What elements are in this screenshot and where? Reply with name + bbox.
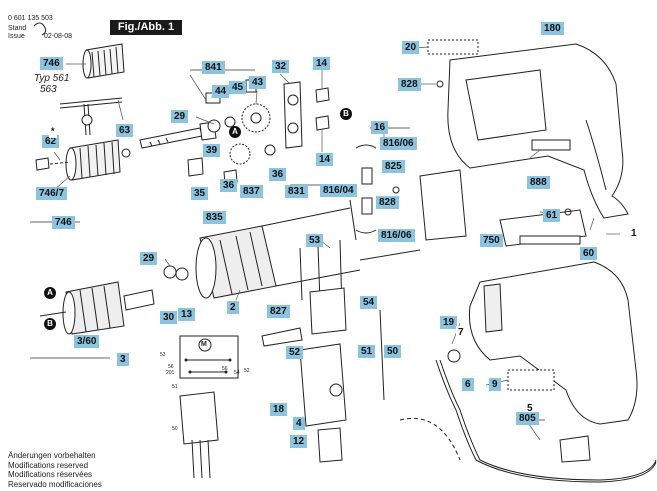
callout-888: 888	[527, 176, 550, 189]
type-label: Typ 561	[34, 73, 70, 84]
callout-835: 835	[203, 211, 226, 224]
callout-30: 30	[160, 311, 178, 324]
callout-828-top: 828	[398, 78, 421, 91]
callout-746-bottom: 746	[52, 216, 75, 229]
schematic-label-51: 51	[172, 384, 178, 390]
footnote-es: Reservado modificaciones	[8, 479, 102, 489]
housing-half-top	[427, 39, 629, 219]
callout-4: 4	[293, 417, 305, 430]
callout-827: 827	[267, 305, 290, 318]
callout-19: 19	[440, 316, 458, 329]
callout-816-06-top: 816/06	[380, 137, 417, 150]
callout-43: 43	[249, 76, 267, 89]
callout-14-bottom: 14	[316, 153, 334, 166]
callout-54: 54	[360, 296, 378, 309]
callout-32: 32	[272, 60, 290, 73]
callout-828-mid: 828	[376, 196, 399, 209]
callout-36-left: 36	[220, 179, 238, 192]
callout-35: 35	[191, 187, 209, 200]
gear-set	[187, 79, 276, 185]
callout-53: 53	[306, 234, 324, 247]
callout-62: 62	[42, 135, 60, 148]
armature	[39, 265, 189, 335]
schematic-label-52: 52	[244, 368, 250, 374]
callout-60: 60	[580, 247, 598, 260]
stand-scribble	[33, 22, 47, 36]
schematic-label-56: 56	[168, 364, 174, 370]
callout-52: 52	[286, 346, 304, 359]
callout-3: 3	[117, 353, 129, 366]
callout-746-top: 746	[40, 57, 63, 70]
callout-51: 51	[358, 345, 376, 358]
callout-825: 825	[382, 160, 405, 173]
marker-a-bottom: A	[44, 287, 56, 299]
callout-180: 180	[541, 22, 564, 35]
callout-13: 13	[178, 308, 196, 321]
callout-39: 39	[203, 144, 221, 157]
type-alt-label: 563	[40, 84, 57, 95]
power-cord	[399, 349, 657, 483]
callout-837: 837	[240, 185, 263, 198]
callout-45: 45	[229, 81, 247, 94]
callout-44: 44	[212, 85, 230, 98]
schematic-label-56b: 56	[222, 366, 228, 372]
marker-a-top: A	[229, 126, 241, 138]
schematic-pins	[184, 358, 232, 374]
issue-date: 02-08-08	[44, 33, 73, 40]
marker-b-bottom: B	[44, 318, 56, 330]
callout-831: 831	[285, 185, 308, 198]
footnote-modifications: Änderungen vorbehalten Modifications res…	[8, 451, 102, 489]
callout-29-top: 29	[171, 110, 189, 123]
callout-746-7: 746/7	[36, 187, 68, 200]
chuck-key	[59, 97, 123, 136]
callout-50: 50	[384, 345, 402, 358]
callout-805: 805	[516, 412, 539, 425]
callout-816-04: 816/04	[320, 184, 357, 197]
callout-841: 841	[202, 61, 225, 74]
callout-2: 2	[227, 301, 239, 314]
footnote-en: Modifications reserved	[8, 460, 89, 470]
wiring-schematic	[179, 335, 239, 479]
part-number: 0 601 135 503	[8, 15, 53, 22]
brush-holder	[355, 144, 467, 241]
switch	[261, 287, 347, 463]
callout-7: 7	[456, 326, 466, 339]
issue-label: Issue	[8, 33, 25, 40]
callout-29-bottom: 29	[140, 252, 158, 265]
callout-3-60: 3/60	[74, 335, 100, 348]
schematic-label-50: 50	[172, 426, 178, 432]
callout-816-06-bottom: 816/06	[378, 229, 415, 242]
callout-61: 61	[543, 209, 561, 222]
bearing-plate	[283, 81, 330, 149]
callout-20: 20	[402, 41, 420, 54]
figure-label: Fig./Abb. 1	[110, 20, 182, 35]
schematic-label-53: 53	[160, 352, 166, 358]
marker-b-top: B	[340, 108, 352, 120]
callout-6: 6	[462, 378, 474, 391]
schematic-label-54: 54	[234, 370, 240, 376]
stand-label: Stand	[8, 25, 27, 32]
asterisk-mark: *	[49, 125, 57, 138]
drill-chuck-bottom	[35, 139, 131, 181]
callout-750: 750	[480, 234, 503, 247]
drill-chuck-top	[82, 43, 125, 79]
callout-12: 12	[290, 435, 308, 448]
housing-half-bottom	[468, 208, 638, 425]
callout-5: 5	[525, 402, 535, 415]
motor-field	[195, 207, 361, 299]
callout-1: 1	[629, 227, 639, 240]
callout-63: 63	[116, 124, 134, 137]
callout-18: 18	[270, 403, 288, 416]
footnote-fr: Modifications réservées	[8, 470, 93, 479]
callout-36-right: 36	[269, 168, 287, 181]
callout-9: 9	[489, 378, 501, 391]
callout-16: 16	[371, 121, 389, 134]
schematic-label-201: 201	[166, 370, 175, 376]
footnote-de: Änderungen vorbehalten	[8, 451, 96, 460]
motor-symbol: M	[201, 341, 207, 348]
callout-14-top: 14	[313, 57, 331, 70]
